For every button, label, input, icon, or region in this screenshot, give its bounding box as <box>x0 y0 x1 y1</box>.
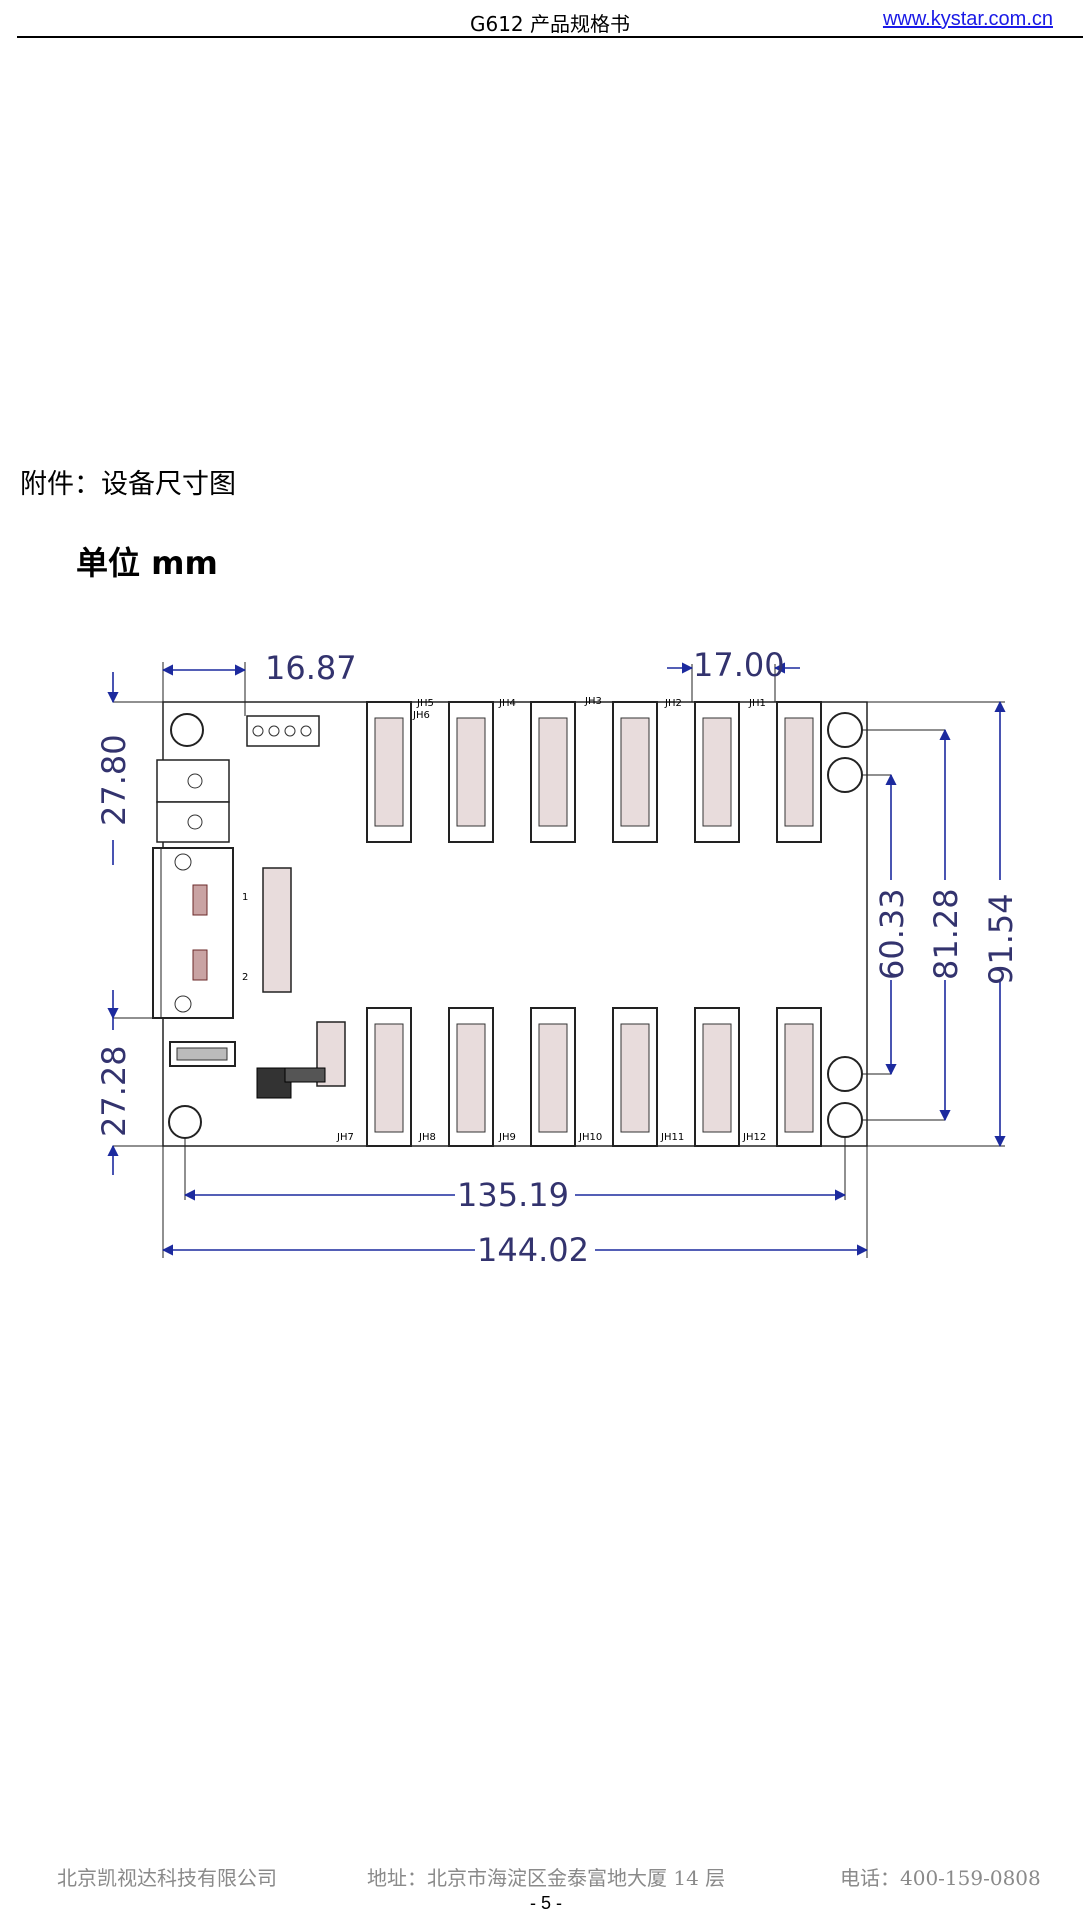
appendix-heading: 附件：设备尺寸图 <box>20 469 236 500</box>
connector-top-jh5 <box>448 701 494 843</box>
connector-top-jh1 <box>776 701 822 843</box>
page-number: - 5 - <box>529 1893 562 1913</box>
website-link[interactable]: www.kystar.com.cn <box>882 8 1053 30</box>
dimension-drawing: 1 2 JH6 JH5 JH4 JH3 JH2 JH1 JH7 JH8 JH9 … <box>95 646 1020 1269</box>
connector-label: JH11 <box>660 1132 684 1143</box>
connector-bottom-jh10 <box>612 1007 658 1147</box>
connector-bottom-jh9 <box>530 1007 576 1147</box>
page-header: G612 产品规格书 www.kystar.com.cn <box>17 0 1083 38</box>
connector-label: JH5 <box>416 698 434 709</box>
dimension-label: 91.54 <box>982 893 1020 985</box>
mounting-hole <box>168 1105 202 1139</box>
connector-label: JH9 <box>498 1132 516 1143</box>
dimension-label: 27.28 <box>95 1045 133 1137</box>
mounting-hole <box>827 1056 863 1092</box>
connector-top-jh3 <box>612 701 658 843</box>
mounting-hole <box>170 713 204 747</box>
dimension-label: 27.80 <box>95 734 133 826</box>
port-label: 2 <box>242 972 248 983</box>
small-header <box>246 715 320 747</box>
ethernet-port-block <box>152 847 234 1019</box>
mounting-hole <box>827 1102 863 1138</box>
connector-label: JH1 <box>748 698 766 709</box>
dimension-label: 144.02 <box>477 1231 589 1269</box>
dimension-label: 60.33 <box>873 888 911 980</box>
connector-label: JH8 <box>418 1132 436 1143</box>
connector-row-bottom <box>366 1007 822 1147</box>
connector-bottom-jh8 <box>448 1007 494 1147</box>
connector-label: JH2 <box>664 698 682 709</box>
power-terminal <box>156 759 230 803</box>
dimension-label: 17.00 <box>693 646 785 684</box>
footer-phone: 电话：400-159-0808 <box>840 1866 1041 1890</box>
connector-label: JH10 <box>578 1132 602 1143</box>
mounting-hole <box>827 712 863 748</box>
dimension-label: 81.28 <box>927 888 965 980</box>
connector-label: JH3 <box>584 696 602 707</box>
connector-row-top <box>366 701 822 843</box>
connector-top-jh6 <box>366 701 412 843</box>
port-label: 1 <box>242 892 248 903</box>
connector-label: JH12 <box>742 1132 766 1143</box>
dimension-label: 16.87 <box>265 649 357 687</box>
connector-top-jh4 <box>530 701 576 843</box>
footer-company: 北京凯视达科技有限公司 <box>57 1866 277 1890</box>
connector-bottom-jh12 <box>776 1007 822 1147</box>
mounting-hole <box>827 757 863 793</box>
connector-label: JH6 <box>412 710 430 721</box>
connector-bottom-jh7 <box>366 1007 412 1147</box>
connector-top-jh2 <box>694 701 740 843</box>
connector-label: JH7 <box>336 1132 354 1143</box>
document-title: G612 产品规格书 <box>469 12 631 36</box>
connector-bottom-jh11 <box>694 1007 740 1147</box>
footer-address: 地址：北京市海淀区金泰富地大厦 14 层 <box>367 1866 726 1890</box>
unit-label: 单位 mm <box>76 544 218 582</box>
connector-label: JH4 <box>498 698 516 709</box>
power-terminal <box>156 801 230 843</box>
vertical-header <box>262 867 292 993</box>
dimension-label: 135.19 <box>457 1176 569 1214</box>
